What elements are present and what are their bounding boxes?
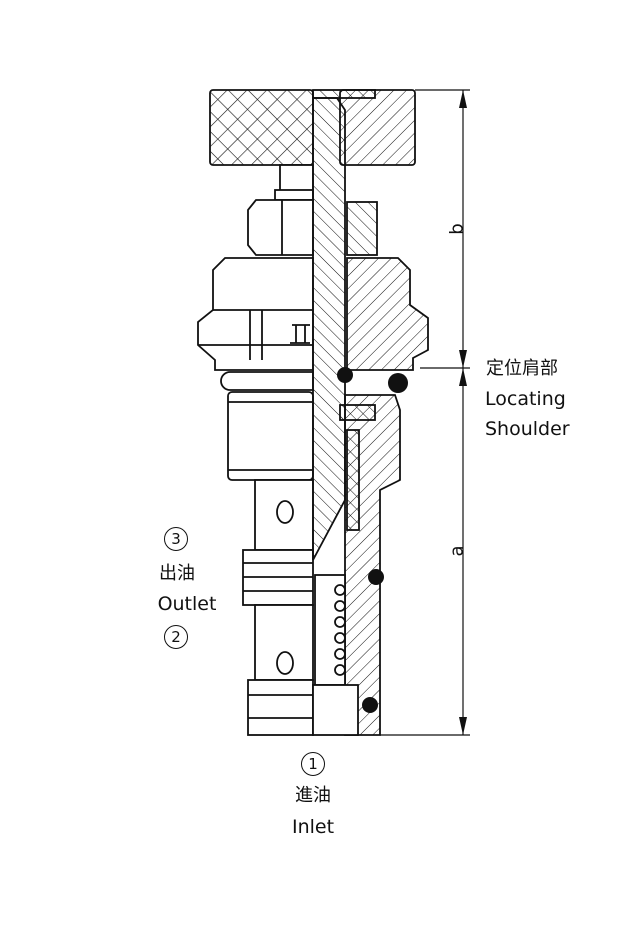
body-hex xyxy=(197,257,314,371)
knob-section xyxy=(339,89,416,166)
port-1-marker: 1 xyxy=(301,752,325,776)
knurled-knob xyxy=(209,89,314,166)
body-section xyxy=(346,257,429,371)
inlet-en: Inlet xyxy=(291,816,335,838)
dimension-b-label: b xyxy=(446,223,468,235)
locating-shoulder-en-2: Shoulder xyxy=(485,418,570,440)
locating-shoulder-zh: 定位肩部 xyxy=(486,358,558,379)
dimension-a-label: a xyxy=(446,545,468,557)
inlet-zh: 進油 xyxy=(295,785,331,806)
outlet-zh: 出油 xyxy=(159,563,195,584)
lock-nut xyxy=(247,199,314,256)
locating-shoulder-en-1: Locating xyxy=(485,388,566,410)
outlet-en: Outlet xyxy=(157,593,217,615)
port-2-marker: 2 xyxy=(164,625,188,649)
adjusting-stem xyxy=(312,97,346,561)
port-3-marker: 3 xyxy=(164,527,188,551)
